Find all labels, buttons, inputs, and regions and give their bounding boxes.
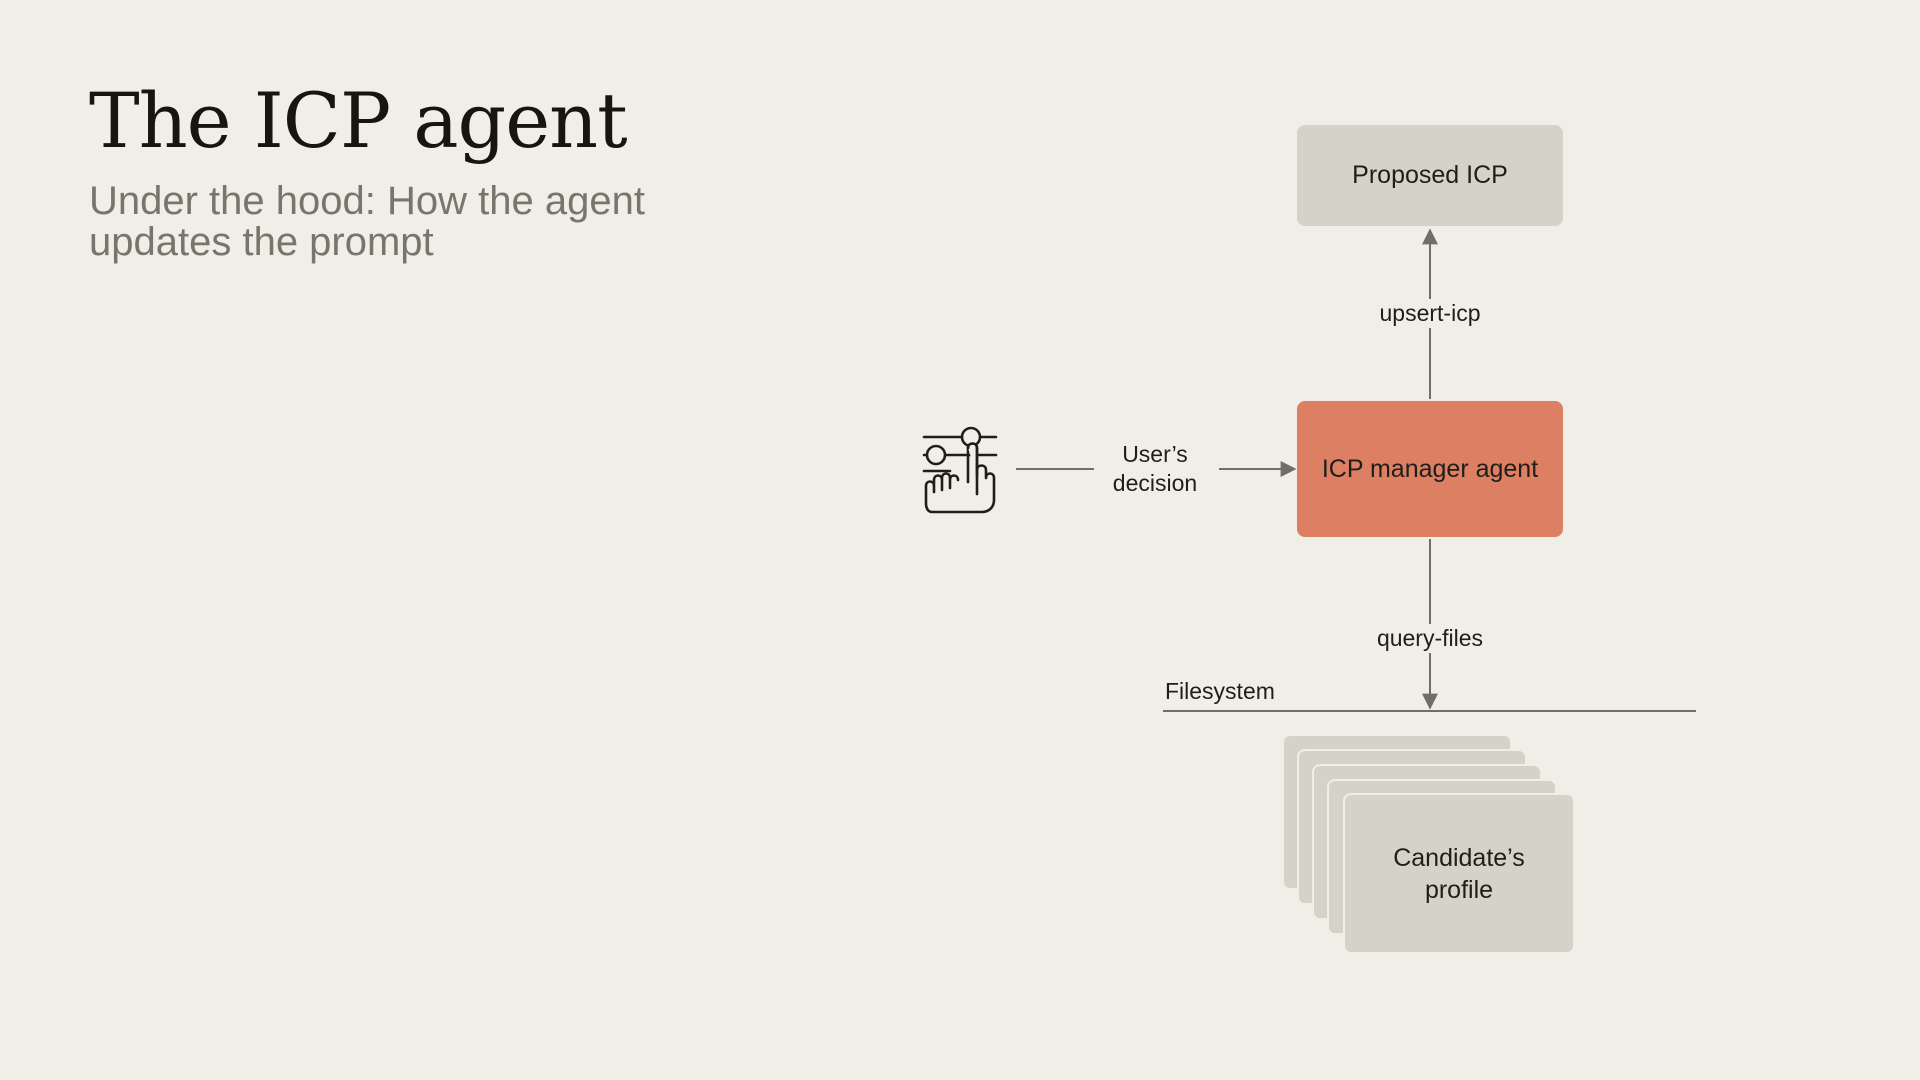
icp-manager-agent-box: ICP manager agent <box>1297 401 1563 537</box>
slide-subtitle: Under the hood: How the agent updates th… <box>89 179 645 264</box>
candidate-profile-box: Candidate’s profile <box>1343 793 1575 954</box>
proposed-icp-box: Proposed ICP <box>1297 125 1563 226</box>
query-files-label: query-files <box>1360 624 1500 653</box>
slide-title: The ICP agent <box>89 76 628 165</box>
candidate-profile-label: Candidate’s profile <box>1393 843 1525 904</box>
filesystem-label: Filesystem <box>1165 678 1275 704</box>
hand-touch-slider-icon <box>922 426 998 514</box>
users-decision-label: User’s decision <box>1095 440 1215 498</box>
upsert-icp-label: upsert-icp <box>1360 299 1500 328</box>
